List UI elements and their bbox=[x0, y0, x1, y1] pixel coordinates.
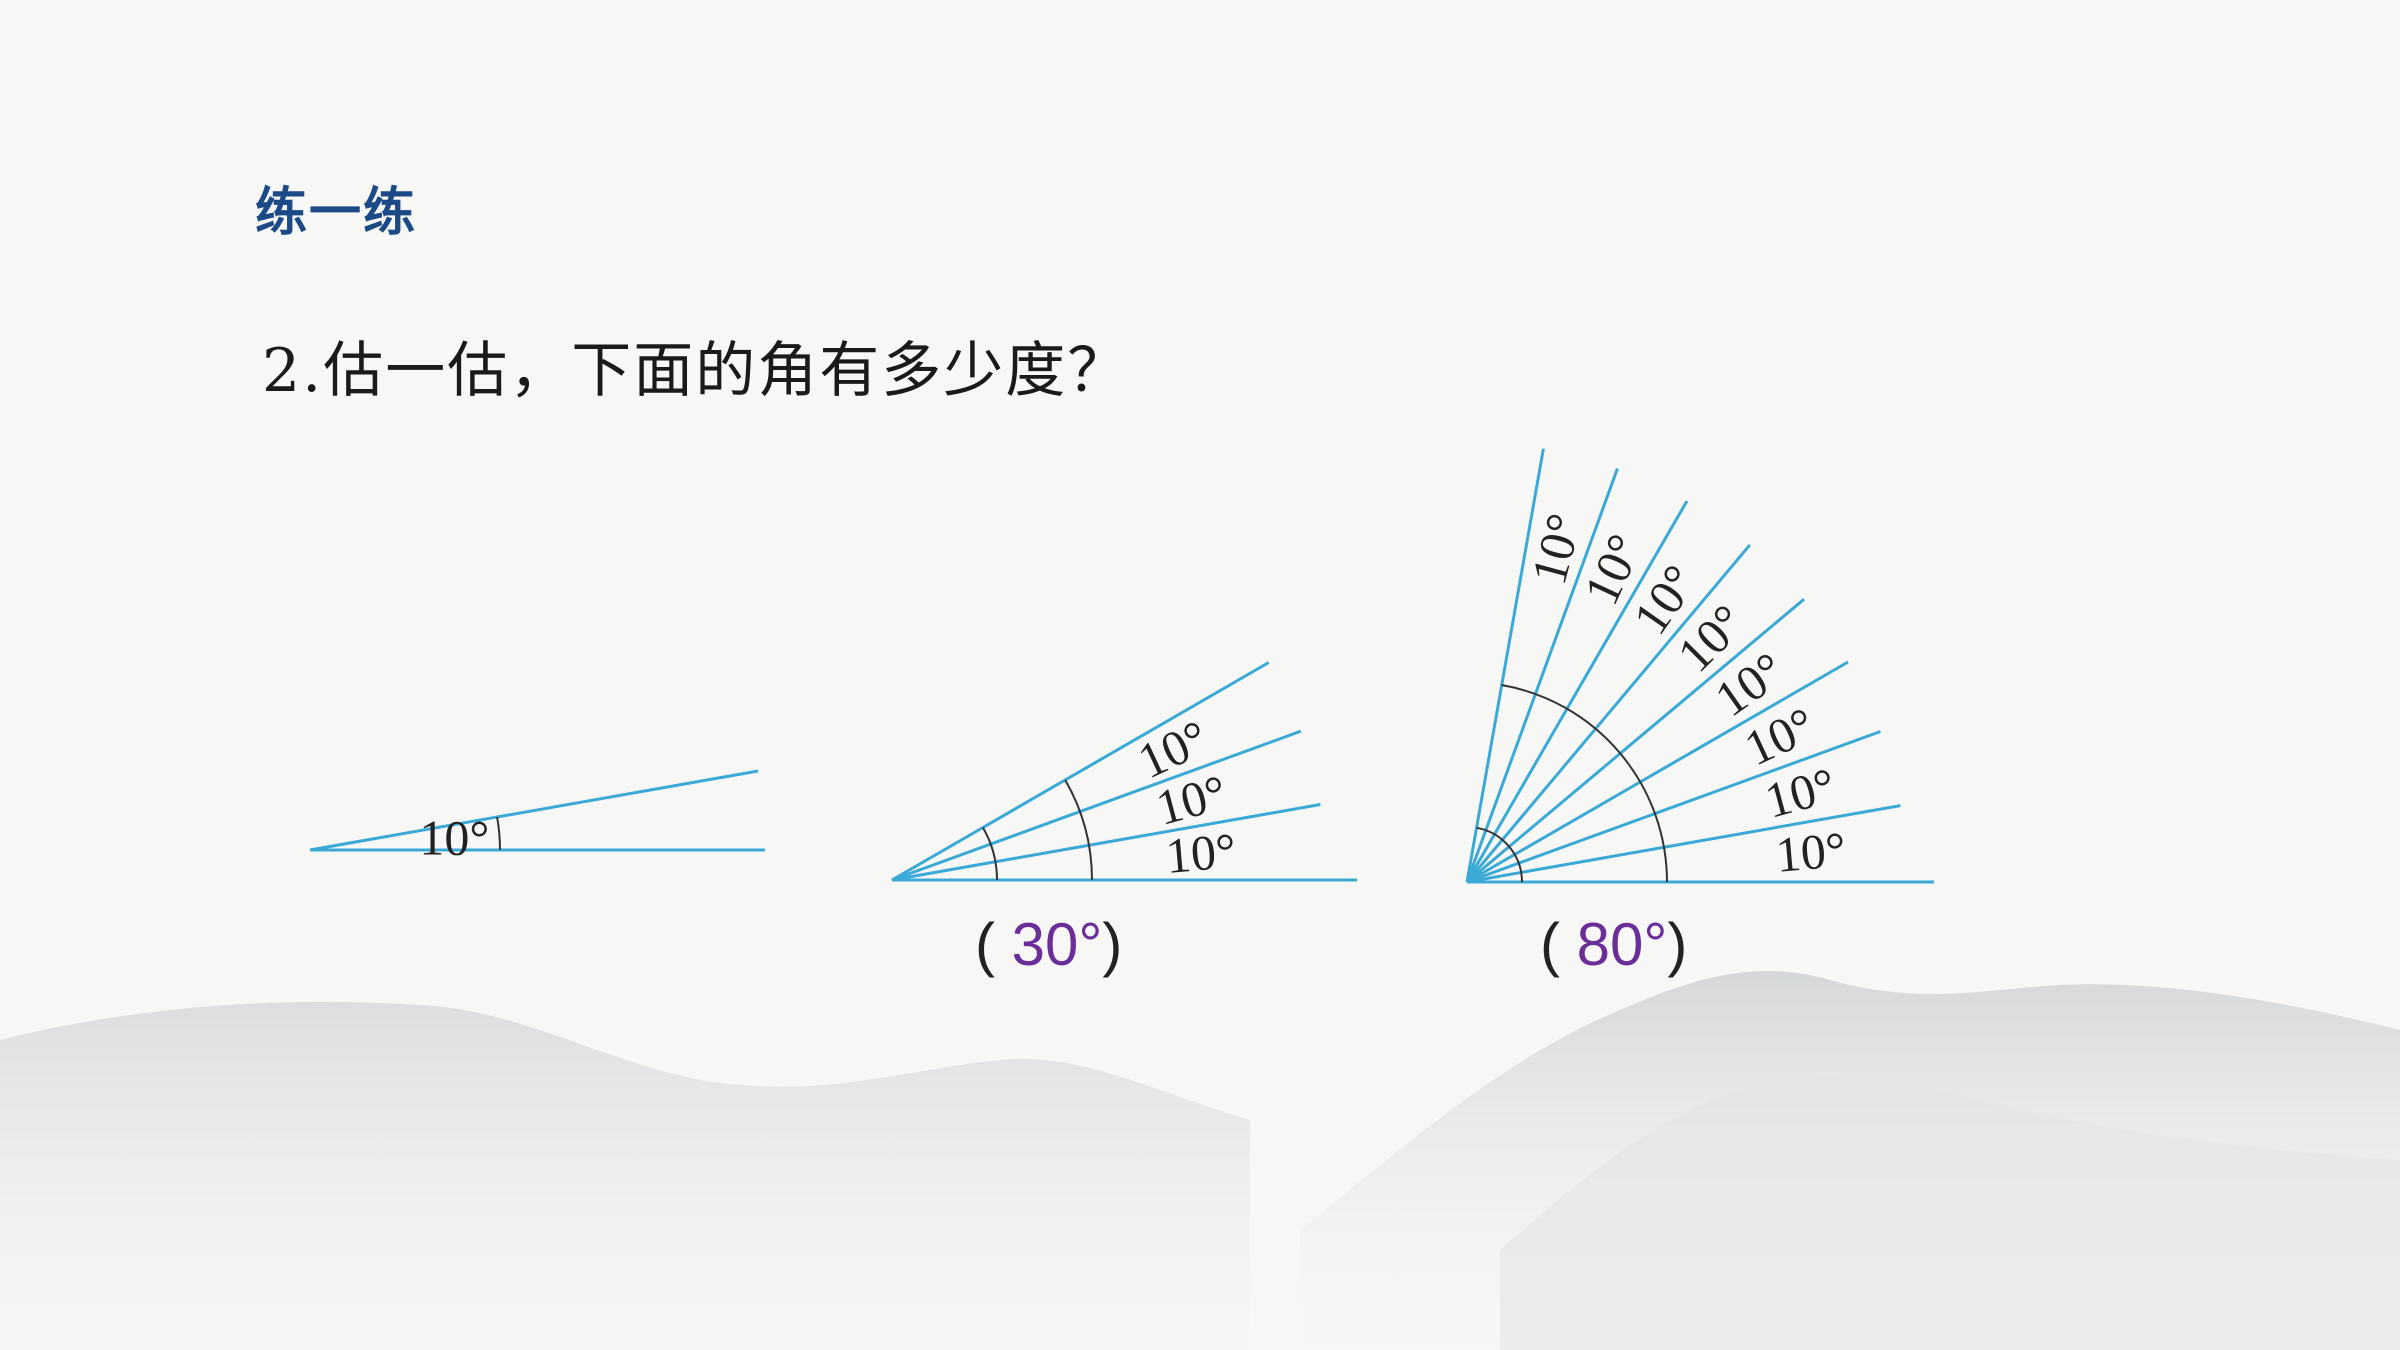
angle-80-degrees: 10°10°10°10°10°10°10°10° bbox=[1465, 448, 1934, 884]
angle-ray bbox=[1466, 730, 1881, 884]
answer-value: 80° bbox=[1576, 911, 1668, 978]
angle-arc bbox=[1476, 826, 1524, 883]
degree-label: 10° bbox=[419, 809, 489, 865]
degree-label: 10° bbox=[1163, 822, 1238, 884]
answer-open-paren: ( bbox=[1540, 911, 1577, 978]
angle-ray bbox=[1466, 660, 1849, 884]
angle-arc bbox=[1064, 779, 1093, 881]
angle-ray bbox=[1465, 448, 1545, 883]
angle-ray bbox=[309, 769, 759, 852]
angle-ray bbox=[1466, 804, 1901, 884]
angle-ray bbox=[891, 802, 1321, 882]
angle-arc bbox=[496, 816, 501, 851]
angle-ray bbox=[1465, 500, 1689, 883]
answer-close-paren: ) bbox=[1667, 911, 1688, 978]
angle-ray bbox=[1465, 543, 1751, 883]
answer-open-paren: ( bbox=[975, 911, 1012, 978]
angle-arc bbox=[1501, 684, 1668, 883]
angle-ray bbox=[891, 729, 1302, 882]
answer-angle-3: ( 80°) bbox=[1540, 910, 1687, 979]
angle-ray bbox=[891, 661, 1270, 882]
angle-arc bbox=[982, 826, 998, 881]
angle-ray bbox=[1466, 598, 1806, 884]
answer-close-paren: ) bbox=[1102, 911, 1123, 978]
angle-10-degrees: 10° bbox=[309, 769, 765, 865]
degree-label: 10° bbox=[1773, 821, 1848, 883]
angle-30-degrees: 10°10°10° bbox=[891, 661, 1357, 884]
section-title: 练一练 bbox=[255, 183, 418, 243]
question-text: 2.估一估，下面的角有多少度？ bbox=[262, 336, 1130, 406]
answer-value: 30° bbox=[1011, 911, 1103, 978]
answer-angle-2: ( 30°) bbox=[975, 910, 1122, 979]
angle-ray bbox=[1465, 468, 1619, 883]
